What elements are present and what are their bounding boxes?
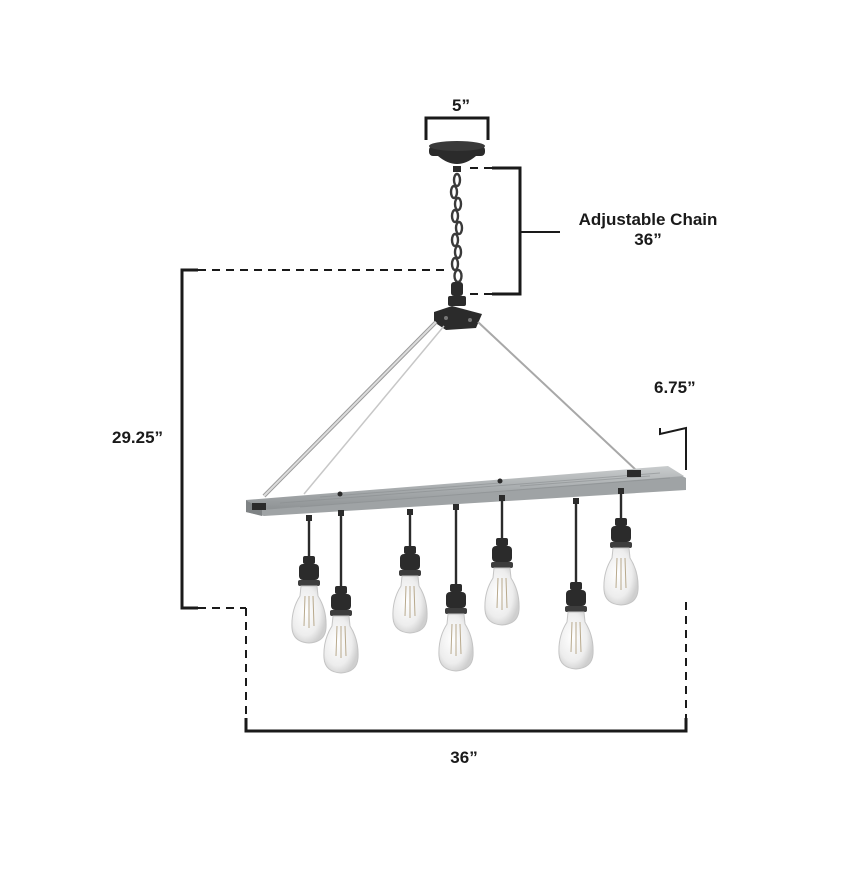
pendant-socket xyxy=(610,518,632,548)
canopy-width-label: 5” xyxy=(452,96,470,115)
chain-bracket xyxy=(492,166,522,296)
width-bracket xyxy=(244,718,688,733)
depth-bracket xyxy=(659,426,687,470)
chain-length-value: 36” xyxy=(634,229,662,249)
pendant-light xyxy=(603,488,639,606)
fixture-depth-label: 6.75” xyxy=(654,378,696,397)
pendant-light xyxy=(323,510,359,674)
pendant-light xyxy=(291,515,327,644)
wood-beam xyxy=(246,466,686,516)
pendant-light xyxy=(438,504,474,672)
dimension-dashed-lines xyxy=(198,167,687,718)
chain-label-text: Adjustable Chain xyxy=(578,210,718,229)
pendant-socket xyxy=(445,584,467,614)
pendant-socket xyxy=(330,586,352,616)
ceiling-canopy xyxy=(429,141,485,172)
edison-bulb xyxy=(558,611,594,670)
adjustable-chain xyxy=(449,172,464,284)
edison-bulb xyxy=(323,615,359,674)
edison-bulb xyxy=(603,547,639,606)
hanging-bracket xyxy=(434,282,482,330)
edison-bulb xyxy=(438,613,474,672)
edison-bulb xyxy=(392,575,428,634)
pendant-light xyxy=(558,498,594,670)
height-bracket xyxy=(180,268,198,610)
pendant-socket xyxy=(298,556,320,586)
edison-bulb xyxy=(484,567,520,626)
edison-bulb xyxy=(291,585,327,644)
fixture-width-label: 36” xyxy=(450,748,478,767)
pendant-light xyxy=(484,495,520,626)
pendant-socket xyxy=(399,546,421,576)
pendant-lights xyxy=(291,488,639,674)
pendant-socket xyxy=(491,538,513,568)
dimension-lines xyxy=(180,116,688,733)
pendant-light xyxy=(392,509,428,634)
chain-length-label: Adjustable Chain 36” xyxy=(562,210,734,249)
canopy-width-bracket xyxy=(424,116,490,140)
fixture-height-label: 29.25” xyxy=(112,428,164,447)
pendant-socket xyxy=(565,582,587,612)
suspension-cables xyxy=(262,320,637,498)
